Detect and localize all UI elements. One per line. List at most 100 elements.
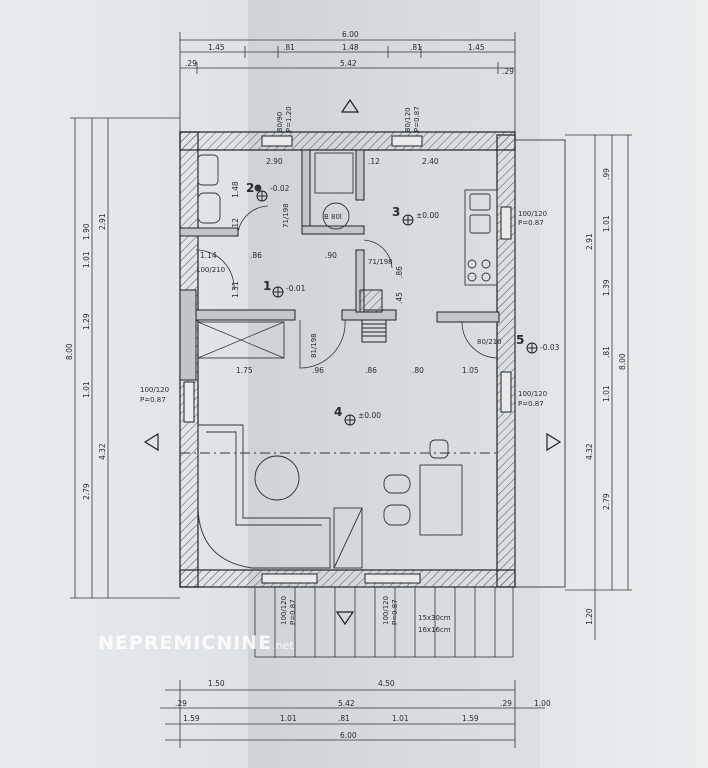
win-bottom-right-size: 100/120 (382, 596, 390, 625)
win-left-sill: P=0.87 (140, 396, 166, 404)
watermark-suffix: .net (272, 639, 294, 652)
dim-int-mid-3: .90 (325, 251, 337, 260)
dim-left-inner-1: 1.90 (82, 223, 91, 240)
room-5-level: -0.03 (540, 343, 560, 352)
dim-int-top-3: 2.40 (422, 157, 439, 166)
dim-left-inner-5: 1.01 (82, 381, 91, 398)
dim-bottom-total: 6.00 (340, 731, 357, 740)
room-3-level: ±0.00 (416, 211, 439, 220)
dim-int-row-3: .86 (365, 366, 377, 375)
win-top-right-sill: P=0.87 (413, 106, 421, 132)
window-bottom-left (261, 573, 318, 584)
terrace (514, 139, 566, 588)
window-top-right (391, 135, 423, 147)
watermark-main: NEPREMICNINE (98, 632, 273, 654)
win-top-right-size: 80/120 (404, 107, 412, 132)
section-arrow-bottom (335, 611, 355, 626)
dim-bottom-r3-5: 1.59 (462, 714, 479, 723)
dim-int-row-2: .96 (312, 366, 324, 375)
bathroom-fixtures (197, 152, 354, 230)
dim-right-inner-1: .99 (602, 168, 611, 180)
room-2-number: 2 (246, 181, 254, 195)
section-arrow-top (340, 98, 360, 113)
wardrobe (197, 321, 285, 359)
win-bottom-left-size: 100/120 (280, 596, 288, 625)
dim-bottom-r2-1: .29 (175, 699, 187, 708)
dim-top-seg-2: .81 (283, 43, 295, 52)
stairs-note-1: 15x30cm (418, 614, 451, 622)
dim-right-inner-6: 1.01 (602, 385, 611, 402)
dim-top-seg-1: 1.45 (208, 43, 225, 52)
dim-small-v-4: .86 (395, 266, 404, 278)
dim-right-mid-2: 4.32 (585, 443, 594, 460)
room-1-number: 1 (263, 279, 271, 293)
dim-left-mid-2: 4.32 (98, 443, 107, 460)
dim-small-v-1: 1.48 (231, 181, 240, 198)
win-top-left-size: 80/90 (276, 112, 284, 132)
win-right-sill: P=0.87 (518, 400, 544, 408)
room-5-number: 5 (516, 333, 524, 347)
dim-bottom-r3-1: 1.59 (183, 714, 200, 723)
dim-top-seg-5: 1.45 (468, 43, 485, 52)
dim-bottom-r2-3: .29 (500, 699, 512, 708)
dim-int-mid-2: .86 (250, 251, 262, 260)
win-kitchen-sill: P=0.87 (518, 219, 544, 227)
win-bottom-left-sill: P=0.87 (289, 599, 297, 625)
watermark: NEPREMICNINE.net (98, 632, 294, 654)
dim-bottom-r2-2: 5.42 (338, 699, 355, 708)
dim-top-total: 6.00 (342, 30, 359, 39)
section-arrow-right (546, 432, 562, 452)
door-bath-label: 71/198 (282, 203, 290, 228)
dim-right-inner-9: 1.20 (585, 608, 594, 625)
dim-int-top-1: 2.90 (266, 157, 283, 166)
dim-int-row-5: 1.05 (462, 366, 479, 375)
win-bottom-right-sill: P=0.87 (391, 599, 399, 625)
dim-bottom-r1-1: 1.50 (208, 679, 225, 688)
interior-walls (179, 149, 500, 381)
win-top-left-sill: P=1.20 (285, 106, 293, 132)
paper-right-panel (540, 0, 708, 768)
right-dimension-lines (565, 134, 632, 640)
window-right (500, 371, 512, 413)
dim-right-inner-7: 2.79 (602, 493, 611, 510)
door-swings (195, 205, 499, 369)
kitchen-counter (464, 189, 498, 286)
dim-left-inner-6: 2.79 (82, 483, 91, 500)
dim-right-total: 8.00 (618, 353, 627, 370)
door-terrace-label: 80/210 (477, 338, 502, 346)
dim-right-mid-1: 2.91 (585, 233, 594, 250)
left-dimension-lines (70, 117, 180, 599)
dim-small-v-2: .12 (231, 218, 240, 230)
room-3-number: 3 (392, 205, 400, 219)
window-kitchen (500, 206, 512, 240)
dim-bottom-r2-4: 1.00 (534, 699, 551, 708)
dim-top-inner-left: .29 (185, 59, 197, 68)
door-entry-label: 100/210 (196, 266, 225, 274)
dim-bottom-r1-2: 4.50 (378, 679, 395, 688)
dim-int-row-1: 1.75 (236, 366, 253, 375)
dim-top-seg-3: 1.48 (342, 43, 359, 52)
dim-top-inner-right: .29 (502, 67, 514, 76)
chimney (359, 289, 387, 343)
dim-int-row-4: .80 (412, 366, 424, 375)
room-4-number: 4 (334, 405, 342, 419)
dim-right-inner-2: 1.01 (602, 215, 611, 232)
window-left (183, 381, 195, 423)
room-markers (256, 190, 538, 426)
living-furniture (180, 424, 497, 569)
window-top-left (261, 135, 293, 147)
win-right-size: 100/120 (518, 390, 547, 398)
dim-right-inner-5: .81 (602, 346, 611, 358)
door-stair-label: 81/198 (310, 333, 318, 358)
paper-middle-fold (248, 0, 540, 768)
dim-right-inner-3: 1.39 (602, 279, 611, 296)
section-arrow-left (143, 432, 159, 452)
stairs-note-2: 16x16cm (418, 626, 451, 634)
window-bottom-right (364, 573, 421, 584)
dim-left-mid-1: 2.91 (98, 213, 107, 230)
door-storage-label: 71/198 (368, 258, 393, 266)
dim-int-top-2: .12 (368, 157, 380, 166)
win-left-size: 100/120 (140, 386, 169, 394)
dim-left-inner-3: 1.29 (82, 313, 91, 330)
